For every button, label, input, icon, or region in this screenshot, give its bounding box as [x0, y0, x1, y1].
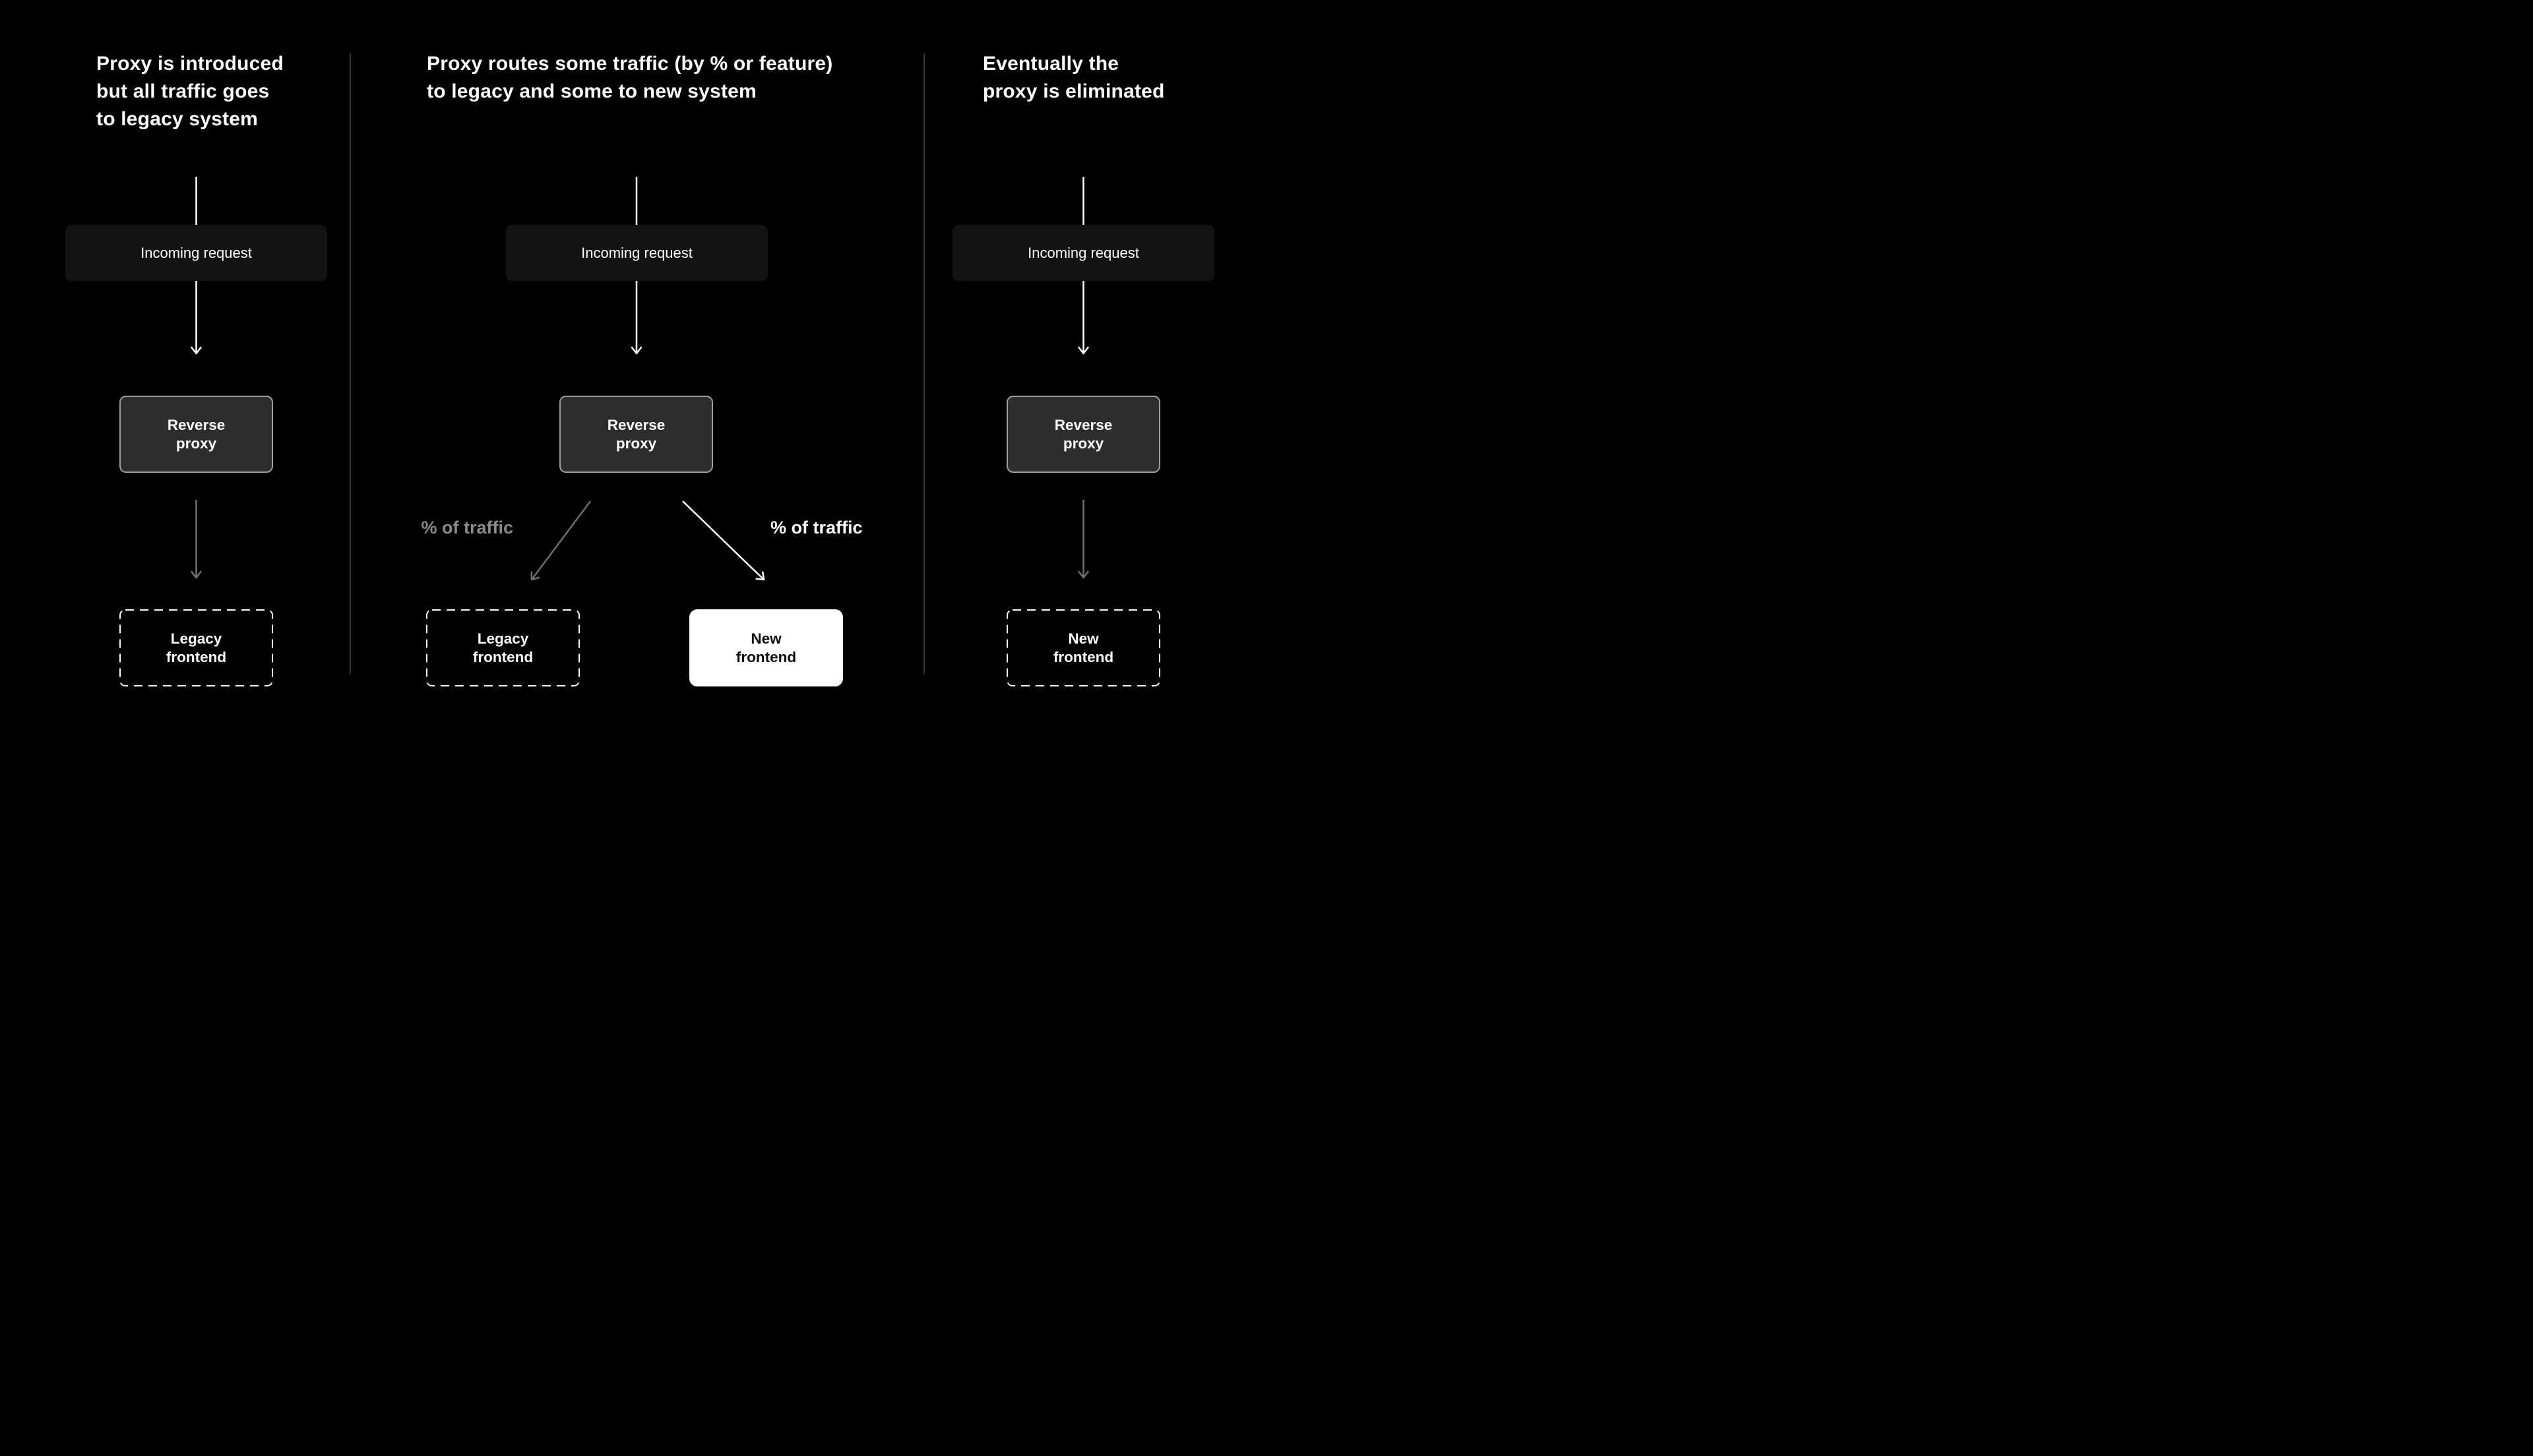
panel2-percent-traffic-label-left: % of traffic — [421, 518, 513, 537]
panel2-percent-traffic-label-right: % of traffic — [770, 518, 863, 537]
panel1-incoming-request-box: Incoming request — [65, 225, 327, 281]
panel3-reverse-proxy-box: Reverse proxy — [1007, 396, 1160, 473]
panel1-legacy-frontend-label: Legacy frontend — [166, 630, 227, 665]
panel2-title: Proxy routes some traffic (by % or featu… — [427, 53, 833, 102]
panel2-reverse-proxy-label: Reverse proxy — [607, 416, 666, 452]
p2-arrow-proxy-to-legacy — [530, 501, 592, 581]
panel3-reverse-proxy-label: Reverse proxy — [1054, 416, 1113, 452]
panel-divider-2 — [923, 53, 925, 674]
panel3-title: Eventually the proxy is eliminated — [983, 53, 1165, 102]
panel3-incoming-request-box: Incoming request — [953, 225, 1214, 281]
p2-arrow-proxy-to-new — [682, 501, 765, 581]
panel1-reverse-proxy-box: Reverse proxy — [119, 396, 273, 473]
panel1-incoming-request-label: Incoming request — [141, 244, 252, 261]
dashed-border — [426, 609, 580, 686]
panel3-incoming-request-label: Incoming request — [1028, 244, 1139, 261]
reverse-proxy-migration-diagram: Proxy is introduced but all traffic goes… — [0, 0, 1266, 728]
panel-divider-1 — [350, 53, 351, 674]
dashed-border — [119, 609, 273, 686]
panel1-reverse-proxy-label: Reverse proxy — [167, 416, 226, 452]
panel3-new-frontend-box: New frontend — [1007, 609, 1160, 686]
panel3-new-frontend-label: New frontend — [1053, 630, 1114, 665]
panel2-new-frontend-label: New frontend — [735, 630, 797, 665]
panel2-legacy-frontend-label: Legacy frontend — [472, 630, 534, 665]
panel2-reverse-proxy-box: Reverse proxy — [559, 396, 713, 473]
panel1-title: Proxy is introduced but all traffic goes… — [96, 53, 284, 130]
panel2-legacy-frontend-box: Legacy frontend — [426, 609, 580, 686]
dashed-border — [1007, 609, 1160, 686]
panel2-new-frontend-box: New frontend — [689, 609, 843, 686]
panel1-legacy-frontend-box: Legacy frontend — [119, 609, 273, 686]
panel2-incoming-request-label: Incoming request — [581, 244, 693, 261]
panel2-incoming-request-box: Incoming request — [506, 225, 768, 281]
